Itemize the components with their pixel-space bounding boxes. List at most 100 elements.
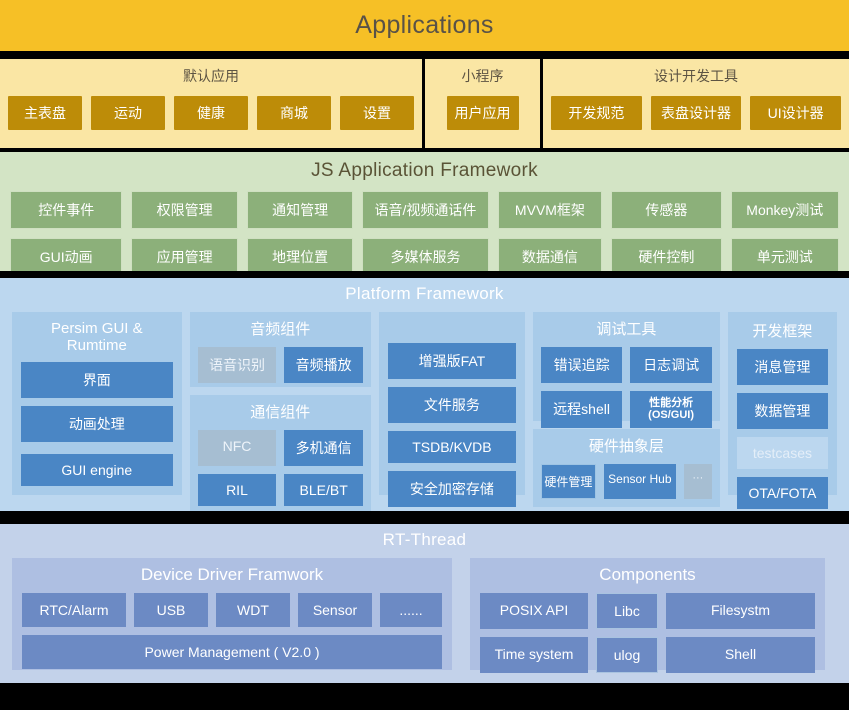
platform-col-devframework: 开发框架 消息管理 数据管理 testcases OTA/FOTA [727,312,837,509]
platform-chip-rizhitiaoshi[interactable]: 日志调试 [630,347,712,383]
rt-chip-shell[interactable]: Shell [666,637,815,673]
platform-sub-audio-items: 语音识别 音频播放 [197,347,363,383]
platform-sub-audio-title: 音频组件 [250,321,311,338]
platform-chip-ota-fota[interactable]: OTA/FOTA [736,477,828,509]
js-framework-title: JS Application Framework [311,160,538,181]
platform-chip-nfc[interactable]: NFC [197,430,277,466]
rt-chip-wdt[interactable]: WDT [216,593,290,627]
platform-chip-more-ellipsis[interactable]: ··· [683,464,712,499]
applications-panels: 默认应用 主表盘 运动 健康 商城 设置 小程序 用户应用 设计开发工具 开发规… [0,59,849,148]
platform-col-storage-items: 增强版FAT 文件服务 TSDB/KVDB 安全加密存储 [387,343,516,507]
platform-chip-yingjianguanli[interactable]: 硬件管理 [540,464,596,499]
js-chip-yuyinshipintonghuajian[interactable]: 语音/视频通话件 [362,191,489,229]
platform-col-devframework-title: 开发框架 [752,323,813,340]
panel-mini-program-title: 小程序 [461,68,504,84]
rt-components-row-2: Time system ulog Shell [480,637,815,673]
app-chip-shangcheng[interactable]: 商城 [257,96,331,130]
panel-mini-program-items: 用户应用 [433,96,532,130]
platform-chip-anquanjiamicunchu[interactable]: 安全加密存储 [387,471,516,507]
platform-sub-comm-title: 通信组件 [250,404,311,421]
platform-chip-zengqiangban-fat[interactable]: 增强版FAT [387,343,516,379]
platform-chip-xingnengfenxi[interactable]: 性能分析 (OS/GUI) [630,391,712,428]
rt-col-device-driver-title: Device Driver Framwork [140,565,324,584]
app-chip-yonghuyingyong[interactable]: 用户应用 [446,96,519,130]
app-chip-jiankang[interactable]: 健康 [174,96,248,130]
platform-chip-jiemian[interactable]: 界面 [21,362,173,398]
platform-sub-hal: 硬件抽象层 硬件管理 Sensor Hub ··· [532,429,720,507]
rt-chip-power-management[interactable]: Power Management ( V2.0 ) [22,635,442,669]
platform-col-audio-comm: 音频组件 语音识别 音频播放 通信组件 NFC 多机通信 RIL [189,312,371,514]
platform-chip-yinpinbofang[interactable]: 音频播放 [284,347,363,383]
js-chip-kongjianshijian[interactable]: 控件事件 [10,191,123,229]
js-framework-row-1: 控件事件 权限管理 通知管理 语音/视频通话件 MVVM框架 传感器 Monke… [10,191,840,229]
divider-js-platform [0,271,849,278]
panel-default-apps-items: 主表盘 运动 健康 商城 设置 [8,96,414,130]
platform-chip-shujuguanli[interactable]: 数据管理 [736,393,828,429]
divider-apps-js [0,148,849,152]
rt-chip-libc[interactable]: Libc [596,593,658,629]
rt-chip-filesystm[interactable]: Filesystm [666,593,815,629]
rt-chip-sensor[interactable]: Sensor [298,593,372,627]
js-chip-tongzhiguanli[interactable]: 通知管理 [246,191,354,229]
applications-title-bar: Applications [0,0,849,51]
rt-components-row-1: POSIX API Libc Filesystm [480,593,815,629]
js-chip-chuanganqi[interactable]: 传感器 [611,191,722,229]
platform-sub-debug: 调试工具 错误追踪 日志调试 远程shell 性能分析 (OS/GUI) [532,312,720,428]
rt-thread-band: RT-Thread Device Driver Framwork RTC/Ala… [0,524,849,683]
platform-chip-sensor-hub[interactable]: Sensor Hub [603,464,676,499]
platform-chip-duojitongxin[interactable]: 多机通信 [284,430,363,466]
panel-default-apps: 默认应用 主表盘 运动 健康 商城 设置 [0,59,422,148]
rt-thread-title: RT-Thread [382,530,467,549]
app-chip-uisheji[interactable]: UI设计器 [750,96,842,130]
rt-chip-rtc-alarm[interactable]: RTC/Alarm [22,593,126,627]
app-chip-yundong[interactable]: 运动 [91,96,165,130]
js-chip-danyuanceshi[interactable]: 单元测试 [730,238,840,276]
panel-design-dev-tools-title: 设计开发工具 [654,68,738,84]
platform-chip-testcases[interactable]: testcases [736,437,828,469]
platform-chip-wenjianfuwu[interactable]: 文件服务 [387,387,516,423]
panel-mini-program: 小程序 用户应用 [425,59,540,148]
rt-chip-ulog[interactable]: ulog [596,637,658,673]
js-chip-quanxianguanli[interactable]: 权限管理 [131,191,238,229]
platform-chip-donghuachuli[interactable]: 动画处理 [21,406,173,442]
rt-col-device-driver: Device Driver Framwork RTC/Alarm USB WDT… [12,558,452,670]
platform-chip-yuancheng-shell[interactable]: 远程shell [540,391,623,428]
platform-sub-comm-row-2: RIL BLE/BT [197,474,363,506]
js-chip-diliweizhi[interactable]: 地理位置 [246,238,354,276]
rt-chip-more-ellipsis[interactable]: ...... [380,593,442,627]
platform-sub-debug-title: 调试工具 [596,321,657,338]
js-chip-shujutongxin[interactable]: 数据通信 [497,238,603,276]
platform-sub-hal-title: 硬件抽象层 [588,438,664,455]
platform-chip-ble-bt[interactable]: BLE/BT [284,474,363,506]
rt-col-components: Components POSIX API Libc Filesystm Time… [470,558,825,673]
app-chip-shezhi[interactable]: 设置 [340,96,414,130]
js-framework-row-2: GUI动画 应用管理 地理位置 多媒体服务 数据通信 硬件控制 单元测试 [10,238,840,276]
js-chip-monkey-test[interactable]: Monkey测试 [730,191,840,229]
rt-chip-usb[interactable]: USB [134,593,208,627]
platform-sub-comm: 通信组件 NFC 多机通信 RIL BLE/BT [189,395,371,514]
platform-chip-xiaoxiguanli[interactable]: 消息管理 [736,349,828,385]
platform-sub-comm-items: NFC 多机通信 RIL BLE/BT [197,430,363,506]
divider-applications [0,51,849,59]
panel-design-dev-tools-items: 开发规范 表盘设计器 UI设计器 [551,96,842,130]
app-chip-zhubiaopan[interactable]: 主表盘 [8,96,82,130]
js-chip-mvvm[interactable]: MVVM框架 [497,191,603,229]
rt-chip-posix-api[interactable]: POSIX API [480,593,588,629]
js-chip-gui-donghua[interactable]: GUI动画 [10,238,123,276]
js-framework-grid: 控件事件 权限管理 通知管理 语音/视频通话件 MVVM框架 传感器 Monke… [10,191,840,276]
platform-chip-ril[interactable]: RIL [197,474,277,506]
rt-device-driver-row-1: RTC/Alarm USB WDT Sensor ...... [22,593,442,627]
platform-chip-yuyinshibie[interactable]: 语音识别 [197,347,277,383]
rt-chip-time-system[interactable]: Time system [480,637,588,673]
platform-col-storage: 增强版FAT 文件服务 TSDB/KVDB 安全加密存储 [378,312,525,507]
app-chip-kaifaguifan[interactable]: 开发规范 [551,96,642,130]
js-chip-duomeitifuwu[interactable]: 多媒体服务 [362,238,489,276]
platform-chip-cuowuzhuizong[interactable]: 错误追踪 [540,347,623,383]
platform-sub-hal-items: 硬件管理 Sensor Hub ··· [540,464,712,499]
platform-sub-debug-items: 错误追踪 日志调试 远程shell 性能分析 (OS/GUI) [540,347,712,428]
platform-chip-tsdb-kvdb[interactable]: TSDB/KVDB [387,431,516,463]
js-chip-yingjiankongzhi[interactable]: 硬件控制 [611,238,722,276]
app-chip-biaopansheji[interactable]: 表盘设计器 [650,96,742,130]
platform-chip-gui-engine[interactable]: GUI engine [21,454,173,486]
